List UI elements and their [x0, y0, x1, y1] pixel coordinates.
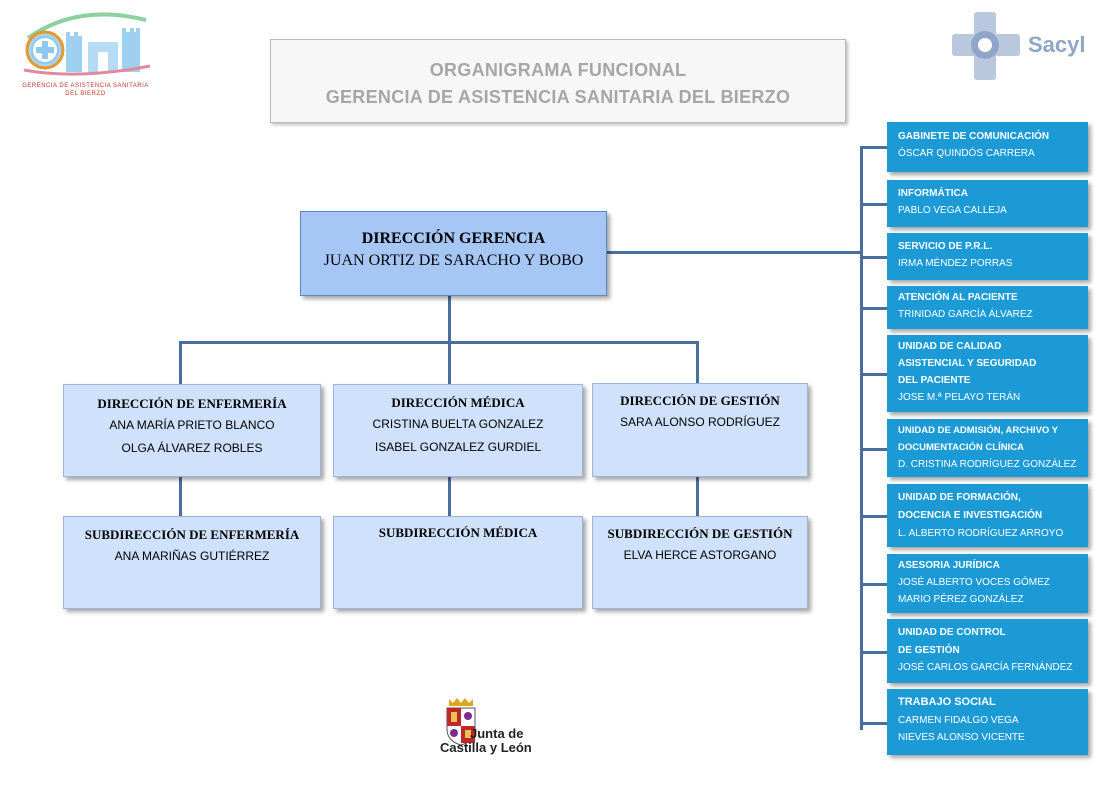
unit-box-informatica: INFORMÁTICA PABLO VEGA CALLEJA: [887, 180, 1088, 227]
direccion-medica-box: DIRECCIÓN MÉDICA CRISTINA BUELTA GONZALE…: [333, 384, 583, 477]
subdireccion-gestion-name-1: ELVA HERCE ASTORGANO: [623, 548, 777, 562]
connector-unit-tick: [860, 583, 887, 586]
connector-sub-enfermeria: [179, 476, 182, 516]
unit-box-asesoria-juridica: ASESORIA JURÍDICA JOSÉ ALBERTO VOCES GÓM…: [887, 554, 1088, 613]
direccion-gerencia-name: JUAN ORTIZ DE SARACHO Y BOBO: [323, 252, 584, 269]
unit-box-atencion-paciente: ATENCIÓN AL PACIENTE TRINIDAD GARCÍA ÁLV…: [887, 286, 1088, 329]
unit-box-admision: UNIDAD DE ADMISIÓN, ARCHIVO Y DOCUMENTAC…: [887, 419, 1088, 477]
subdireccion-gestion-title: SUBDIRECCIÓN DE GESTIÓN: [607, 526, 793, 541]
unit-name: CARMEN FIDALGO VEGA: [898, 715, 1019, 726]
connector-to-gestion: [696, 341, 699, 384]
connector-unit-tick: [860, 146, 887, 149]
connector-unit-tick: [860, 722, 887, 725]
unit-title: DEL PACIENTE: [898, 375, 971, 386]
direccion-gerencia-box: DIRECCIÓN GERENCIA JUAN ORTIZ DE SARACHO…: [300, 211, 607, 296]
direccion-gestion-title: DIRECCIÓN DE GESTIÓN: [620, 393, 780, 408]
unit-title: DOCENCIA E INVESTIGACIÓN: [898, 510, 1043, 521]
sacyl-logo: Sacyl: [950, 12, 1100, 82]
connector-unit-tick: [860, 448, 887, 451]
connector-unit-tick: [860, 373, 887, 376]
connector-to-enfermeria: [179, 341, 182, 384]
connector-horizontal-bar: [179, 341, 699, 344]
connector-unit-tick: [860, 651, 887, 654]
unit-title: GABINETE DE COMUNICACIÓN: [898, 131, 1050, 142]
unit-title: ASESORIA JURÍDICA: [898, 560, 1000, 571]
unit-name: JOSE M.ª PELAYO TERÁN: [898, 392, 1021, 403]
connector-unit-tick: [860, 307, 887, 310]
connector-to-medica: [448, 341, 451, 384]
connector-unit-tick: [860, 203, 887, 206]
unit-title: SERVICIO DE P.R.L.: [898, 241, 993, 252]
unit-name: PABLO VEGA CALLEJA: [898, 205, 1007, 216]
connector-gerencia-down: [448, 294, 451, 343]
junta-logo-line2: Castilla y León: [440, 740, 532, 755]
gasb-logo-line1: GERENCIA DE ASISTENCIA SANITARIA: [22, 83, 149, 89]
unit-name: IRMA MÉNDEZ PORRAS: [898, 258, 1013, 269]
direccion-enfermeria-name-2: OLGA ÁLVAREZ ROBLES: [121, 441, 263, 455]
unit-name: D. CRISTINA RODRÍGUEZ GONZÁLEZ: [898, 459, 1077, 470]
unit-box-prl: SERVICIO DE P.R.L. IRMA MÉNDEZ PORRAS: [887, 233, 1088, 280]
unit-title: UNIDAD DE ADMISIÓN, ARCHIVO Y: [898, 425, 1059, 436]
sacyl-cross-icon: [952, 12, 1020, 80]
direccion-gestion-name-1: SARA ALONSO RODRÍGUEZ: [619, 415, 781, 429]
unit-box-formacion: UNIDAD DE FORMACIÓN, DOCENCIA E INVESTIG…: [887, 484, 1088, 547]
unit-name: TRINIDAD GARCÍA ÁLVAREZ: [898, 309, 1033, 320]
unit-name: JOSÉ CARLOS GARCÍA FERNÁNDEZ: [898, 662, 1073, 673]
direccion-medica-name-1: CRISTINA BUELTA GONZALEZ: [372, 417, 544, 431]
direccion-medica-name-2: ISABEL GONZALEZ GURDIEL: [374, 440, 542, 454]
unit-title: INFORMÁTICA: [898, 188, 968, 199]
gasb-emblem-icon: [23, 12, 151, 76]
subdireccion-medica-title: SUBDIRECCIÓN MÉDICA: [378, 525, 538, 540]
page-title: ORGANIGRAMA FUNCIONAL GERENCIA DE ASISTE…: [270, 39, 846, 123]
unit-name: JOSÉ ALBERTO VOCES GÓMEZ: [898, 577, 1050, 588]
connector-unit-tick: [860, 515, 887, 518]
subdireccion-enfermeria-box: SUBDIRECCIÓN DE ENFERMERÍA ANA MARIÑAS G…: [63, 516, 321, 609]
unit-title: TRABAJO SOCIAL: [898, 696, 996, 708]
connector-right-spine: [860, 146, 863, 730]
subdireccion-gestion-box: SUBDIRECCIÓN DE GESTIÓN ELVA HERCE ASTOR…: [592, 516, 808, 609]
unit-title: ASISTENCIAL Y SEGURIDAD: [898, 358, 1037, 369]
direccion-enfermeria-title: DIRECCIÓN DE ENFERMERÍA: [97, 396, 287, 411]
subdireccion-enfermeria-name-1: ANA MARIÑAS GUTIÉRREZ: [114, 549, 270, 563]
connector-unit-tick: [860, 256, 887, 259]
title-line-2: GERENCIA DE ASISTENCIA SANITARIA DEL BIE…: [325, 87, 791, 107]
junta-castilla-leon-logo: Junta de Castilla y León: [440, 697, 550, 759]
direccion-enfermeria-box: DIRECCIÓN DE ENFERMERÍA ANA MARÍA PRIETO…: [63, 384, 321, 477]
connector-sub-gestion: [696, 476, 699, 516]
unit-box-control-gestion: UNIDAD DE CONTROL DE GESTIÓN JOSÉ CARLOS…: [887, 619, 1088, 683]
unit-title: DOCUMENTACIÓN CLÍNICA: [898, 442, 1024, 453]
connector-sub-medica: [448, 476, 451, 516]
gasb-logo: GERENCIA DE ASISTENCIA SANITARIA DEL BIE…: [18, 8, 153, 97]
unit-title: UNIDAD DE CALIDAD: [898, 341, 1002, 352]
unit-name: NIEVES ALONSO VICENTE: [898, 732, 1025, 743]
direccion-enfermeria-name-1: ANA MARÍA PRIETO BLANCO: [109, 418, 275, 432]
coat-of-arms-icon: [446, 698, 476, 746]
direccion-medica-title: DIRECCIÓN MÉDICA: [391, 395, 525, 410]
junta-logo-line1: Junta de: [470, 726, 524, 741]
unit-box-gabinete-comunicacion: GABINETE DE COMUNICACIÓN ÓSCAR QUINDÓS C…: [887, 122, 1088, 172]
unit-title: DE GESTIÓN: [898, 645, 960, 656]
gasb-logo-line2: DEL BIERZO: [65, 91, 106, 97]
connector-gerencia-right: [605, 251, 863, 254]
unit-name: ÓSCAR QUINDÓS CARRERA: [898, 148, 1035, 159]
unit-box-trabajo-social: TRABAJO SOCIAL CARMEN FIDALGO VEGA NIEVE…: [887, 689, 1088, 755]
unit-title: ATENCIÓN AL PACIENTE: [898, 292, 1018, 303]
unit-title: UNIDAD DE CONTROL: [898, 627, 1006, 638]
subdireccion-medica-box: SUBDIRECCIÓN MÉDICA: [333, 516, 583, 609]
unit-title: UNIDAD DE FORMACIÓN,: [898, 492, 1021, 503]
direccion-gestion-box: DIRECCIÓN DE GESTIÓN SARA ALONSO RODRÍGU…: [592, 383, 808, 477]
unit-name: L. ALBERTO RODRÍGUEZ ARROYO: [898, 528, 1064, 539]
subdireccion-enfermeria-title: SUBDIRECCIÓN DE ENFERMERÍA: [84, 527, 300, 542]
direccion-gerencia-title: DIRECCIÓN GERENCIA: [361, 230, 546, 247]
title-line-1: ORGANIGRAMA FUNCIONAL: [429, 60, 687, 80]
sacyl-logo-text: Sacyl: [1028, 32, 1086, 57]
unit-name: MARIO PÉREZ GONZÁLEZ: [898, 594, 1024, 605]
unit-box-calidad: UNIDAD DE CALIDAD ASISTENCIAL Y SEGURIDA…: [887, 335, 1088, 412]
